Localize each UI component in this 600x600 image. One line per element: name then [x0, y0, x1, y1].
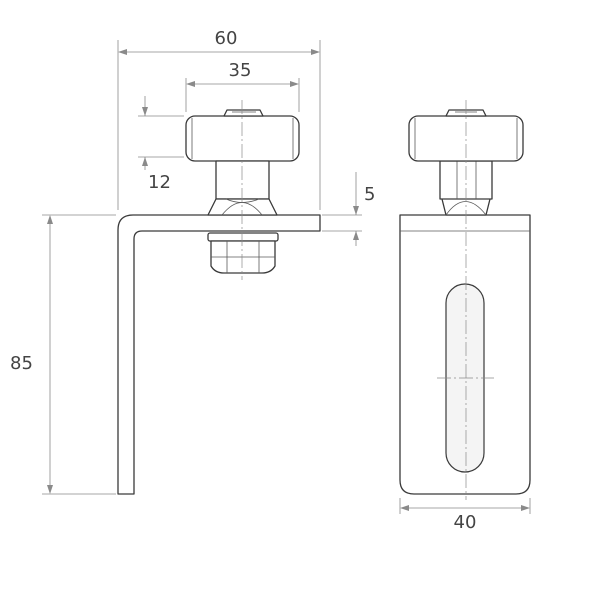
dim-label-plate-thickness: 5 — [364, 184, 375, 205]
dim-label-wheel-thickness: 12 — [148, 172, 171, 193]
dim-label-plate-width: 40 — [454, 512, 477, 533]
washer — [207, 232, 279, 242]
boss — [207, 198, 278, 216]
dim-label-wheel-diameter: 35 — [229, 60, 252, 81]
dim-85: 85 — [10, 214, 116, 495]
dim-12: 12 — [138, 96, 184, 193]
dim-label-height: 85 — [10, 353, 33, 374]
dim-40: 40 — [399, 498, 531, 533]
dim-60: 60 — [117, 28, 321, 210]
dim-5: 5 — [322, 172, 375, 246]
l-bracket — [117, 214, 321, 495]
side-view: 60 35 12 5 — [10, 28, 375, 495]
wheel — [185, 115, 300, 162]
dim-35: 35 — [185, 60, 300, 112]
hub-cap — [223, 109, 264, 117]
front-view: 40 — [399, 100, 531, 533]
dim-label-overall-width: 60 — [215, 28, 238, 49]
axle — [215, 160, 270, 200]
